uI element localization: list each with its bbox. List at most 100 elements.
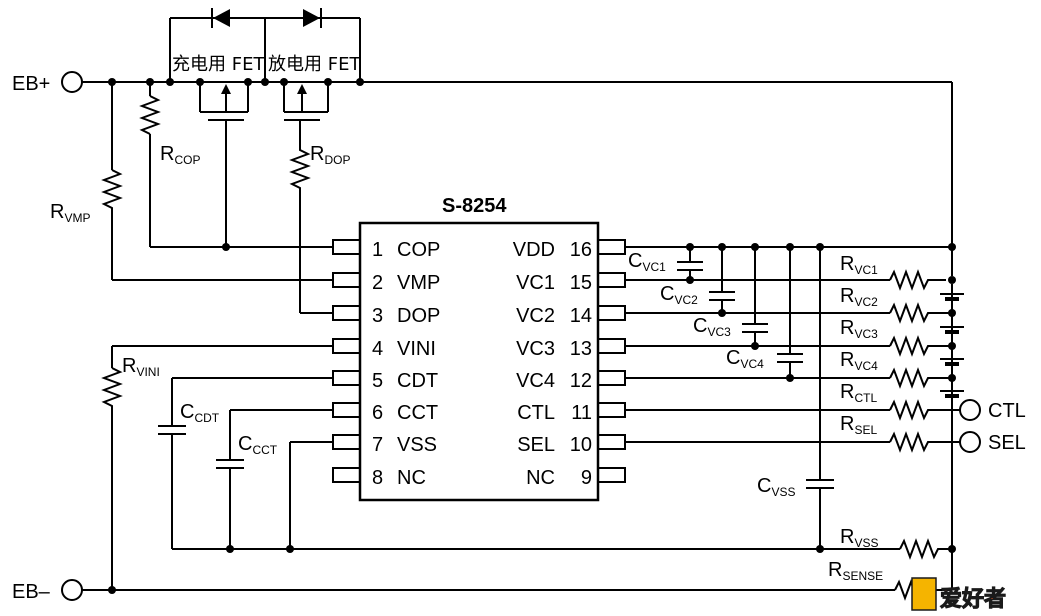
cvc3-label: CVC3 [693, 315, 731, 339]
rvc2-label: RVC2 [840, 285, 878, 309]
ctl-label: CTL [988, 400, 1026, 422]
rdop-label: RDOP [310, 143, 350, 167]
charge-fet-label: 充电用 FET [172, 54, 265, 75]
pin-9-num: 9 [581, 467, 592, 489]
pin-13 [597, 338, 626, 354]
cvc1-label: CVC1 [628, 250, 666, 274]
cvc1-capacitor-icon [677, 247, 703, 284]
rvc4-resistor-icon [889, 367, 944, 389]
pin-10 [597, 434, 626, 450]
pin-8-num: 8 [372, 467, 383, 489]
pin-12-num: 12 [570, 370, 592, 392]
chip-title: S-8254 [442, 195, 507, 217]
pin-14-num: 14 [570, 305, 592, 327]
fet-block [169, 8, 361, 247]
ccdt-label: CCDT [180, 401, 220, 425]
eb-plus-terminal [61, 71, 83, 93]
pin-9 [597, 467, 626, 483]
rvini-resistor-icon [101, 345, 332, 590]
pin-16 [597, 239, 626, 255]
discharge-fet-icon [283, 82, 329, 140]
pin-6 [332, 402, 361, 418]
chip-body [358, 221, 600, 502]
ccct-capacitor-icon [216, 409, 332, 549]
rvc1-resistor-icon [889, 269, 952, 291]
sel-terminal [959, 431, 981, 453]
pin-1-name: COP [397, 239, 440, 261]
pin-7-num: 7 [372, 434, 383, 456]
rvc2-resistor-icon [889, 302, 944, 324]
pin-11 [597, 402, 626, 418]
pin-2 [332, 272, 361, 288]
eb-minus-rail [61, 579, 953, 601]
pin-13-num: 13 [570, 338, 592, 360]
rvss-resistor-icon [899, 538, 952, 560]
sel-label: SEL [988, 432, 1026, 454]
pin-12 [597, 370, 626, 386]
rvc3-label: RVC3 [840, 317, 878, 341]
right-pins [597, 239, 626, 483]
cvc4-label: CVC4 [726, 347, 764, 371]
rvc4-label: RVC4 [840, 349, 878, 373]
rcop-resistor-icon [139, 82, 332, 251]
rvmp-resistor-icon [101, 82, 332, 281]
discharge-fet-label: 放电用 FET [268, 54, 361, 75]
rvc1-label: RVC1 [840, 253, 878, 277]
eb-minus-terminal [61, 579, 83, 601]
watermark-logo: 爱好者 [911, 577, 1007, 613]
pin-6-num: 6 [372, 402, 383, 424]
cvc2-capacitor-icon [709, 247, 735, 317]
rcop-label: RCOP [160, 143, 200, 167]
left-pins [332, 239, 361, 483]
eb-plus-rail [61, 71, 953, 585]
pin-8 [332, 467, 361, 483]
rsel-label: RSEL [840, 413, 877, 437]
pin-12-name: VC4 [516, 370, 555, 392]
ccdt-capacitor-icon [158, 377, 332, 549]
watermark-mascot-icon [911, 577, 937, 611]
pin-13-name: VC3 [516, 338, 555, 360]
eb-minus-label: EB– [12, 581, 51, 603]
rvss-label: RVSS [840, 526, 878, 550]
pin-3 [332, 305, 361, 321]
pin-16-num: 16 [570, 239, 592, 261]
pin-8-name: NC [397, 467, 426, 489]
pin-3-name: DOP [397, 305, 440, 327]
rvini-label: RVINI [122, 355, 160, 379]
pin-5-name: CDT [397, 370, 438, 392]
pin-7 [332, 434, 361, 450]
pin-7-name: VSS [397, 434, 437, 456]
pin-15 [597, 272, 626, 288]
battery-stack-icon [940, 276, 964, 553]
watermark-text: 爱好者 [940, 586, 1006, 612]
pin-11-name: CTL [517, 402, 555, 424]
pin-14 [597, 305, 626, 321]
rdop-resistor-icon [289, 140, 332, 314]
charge-fet-body-diode-icon [213, 9, 230, 27]
pin-4-num: 4 [372, 338, 383, 360]
charge-fet-icon [199, 82, 249, 247]
pin-10-num: 10 [570, 434, 592, 456]
pin-2-num: 2 [372, 272, 383, 294]
pin-15-name: VC1 [516, 272, 555, 294]
pin-3-num: 3 [372, 305, 383, 327]
discharge-fet-body-diode-icon [303, 9, 320, 27]
pin-5-num: 5 [372, 370, 383, 392]
cvc3-capacitor-icon [742, 247, 768, 350]
rsense-label: RSENSE [828, 559, 883, 583]
pin-9-name: NC [526, 467, 555, 489]
rsel-resistor-icon [889, 431, 960, 453]
cvss-label: CVSS [757, 475, 795, 499]
rvc3-resistor-icon [889, 335, 944, 357]
pin-4 [332, 338, 361, 354]
pin-1 [332, 239, 361, 255]
ctl-terminal [959, 399, 981, 421]
pin-16-name: VDD [513, 239, 555, 261]
eb-plus-label: EB+ [12, 73, 50, 95]
pin-4-name: VINI [397, 338, 436, 360]
cvss-capacitor-icon [806, 247, 834, 549]
rctl-resistor-icon [889, 399, 960, 421]
pin-5 [332, 370, 361, 386]
pin-10-name: SEL [517, 434, 555, 456]
